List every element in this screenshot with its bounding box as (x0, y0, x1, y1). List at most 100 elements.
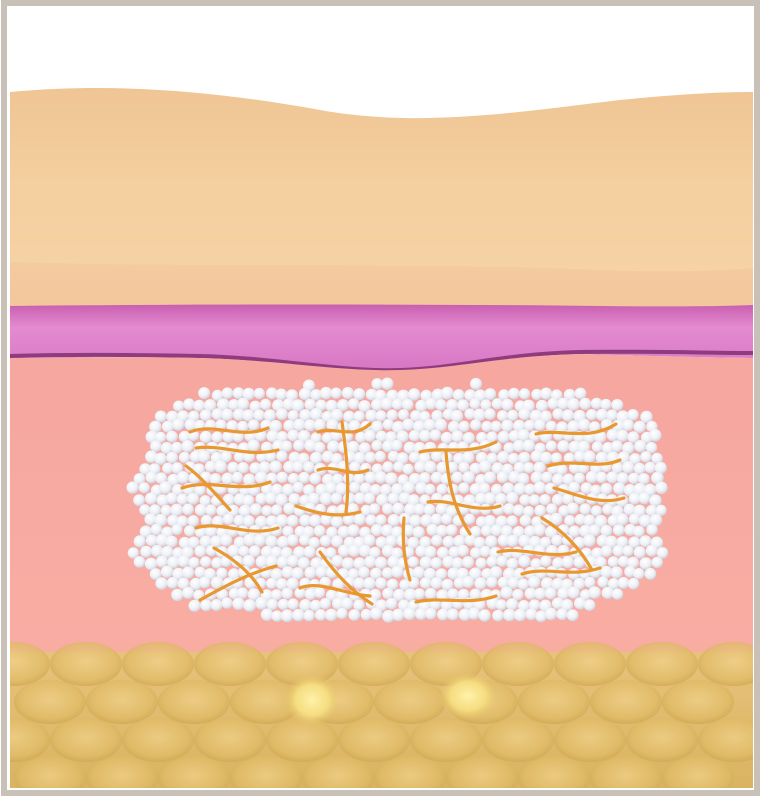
matrix-sphere (634, 440, 646, 452)
matrix-sphere (498, 431, 510, 443)
matrix-sphere (166, 536, 178, 548)
matrix-sphere (629, 514, 640, 525)
matrix-sphere (652, 557, 663, 568)
matrix-sphere (184, 525, 195, 536)
matrix-sphere (523, 439, 536, 452)
matrix-sphere (623, 545, 634, 556)
matrix-sphere (166, 492, 178, 504)
matrix-sphere (419, 430, 431, 442)
matrix-sphere (277, 472, 289, 484)
fat-cell (122, 718, 194, 762)
matrix-sphere (331, 555, 343, 567)
matrix-sphere (513, 504, 525, 516)
matrix-sphere (436, 503, 448, 515)
matrix-sphere (611, 399, 623, 411)
matrix-sphere (540, 555, 551, 566)
matrix-sphere (424, 504, 436, 516)
matrix-sphere (386, 598, 398, 610)
matrix-sphere (253, 534, 266, 547)
matrix-sphere (281, 588, 293, 600)
matrix-sphere (458, 482, 469, 493)
matrix-sphere (171, 589, 183, 601)
matrix-sphere (375, 410, 386, 421)
matrix-sphere (183, 398, 195, 410)
matrix-sphere (154, 453, 166, 465)
matrix-sphere (518, 408, 530, 420)
matrix-sphere (283, 503, 295, 515)
fat-cell (590, 680, 662, 724)
matrix-sphere (646, 524, 657, 535)
matrix-sphere (287, 534, 299, 546)
matrix-sphere (484, 388, 496, 400)
matrix-sphere (365, 452, 376, 463)
matrix-sphere (381, 398, 394, 411)
matrix-sphere (562, 556, 574, 568)
matrix-sphere (237, 462, 249, 474)
matrix-sphere (584, 599, 596, 611)
matrix-sphere (568, 586, 580, 598)
matrix-sphere (633, 526, 645, 538)
matrix-sphere (596, 472, 608, 484)
matrix-sphere (336, 608, 347, 619)
matrix-sphere (501, 399, 513, 411)
fat-highlight-left (284, 674, 340, 726)
matrix-sphere (182, 587, 194, 599)
fat-cell (86, 680, 158, 724)
matrix-sphere (441, 387, 454, 400)
matrix-sphere (195, 567, 206, 578)
matrix-sphere (443, 536, 455, 548)
matrix-sphere (634, 463, 646, 475)
matrix-sphere (348, 609, 360, 621)
matrix-sphere (200, 556, 211, 567)
fat-cell (662, 680, 734, 724)
fat-cell (518, 680, 590, 724)
matrix-sphere (134, 535, 146, 547)
fat-cell (482, 642, 554, 686)
matrix-sphere (567, 502, 579, 514)
matrix-sphere (413, 526, 425, 538)
collagen-matrix-cluster (127, 378, 669, 623)
matrix-sphere (402, 419, 414, 431)
matrix-sphere (320, 492, 333, 505)
matrix-sphere (382, 588, 394, 600)
matrix-sphere (303, 461, 315, 473)
matrix-sphere (474, 577, 486, 589)
matrix-sphere (462, 471, 475, 484)
matrix-sphere (644, 462, 656, 474)
matrix-sphere (227, 462, 239, 474)
fat-cell (626, 718, 698, 762)
matrix-sphere (178, 555, 190, 567)
matrix-sphere (255, 597, 268, 610)
matrix-sphere (243, 555, 256, 568)
matrix-sphere (293, 419, 306, 432)
matrix-sphere (353, 599, 364, 610)
matrix-sphere (299, 388, 312, 401)
matrix-sphere (266, 578, 277, 589)
matrix-sphere (457, 545, 469, 557)
matrix-sphere (425, 608, 437, 620)
matrix-sphere (484, 471, 496, 483)
matrix-sphere (592, 441, 603, 452)
matrix-sphere (430, 429, 442, 441)
matrix-sphere (223, 513, 235, 525)
matrix-sphere (616, 513, 628, 525)
matrix-sphere (640, 451, 651, 462)
matrix-sphere (370, 607, 383, 620)
matrix-sphere (309, 473, 321, 485)
matrix-sphere (608, 556, 619, 567)
fat-cell (194, 642, 266, 686)
matrix-sphere (583, 450, 596, 463)
matrix-sphere (611, 566, 623, 578)
matrix-sphere (199, 576, 211, 588)
matrix-sphere (151, 524, 163, 536)
matrix-sphere (579, 503, 591, 515)
matrix-sphere (519, 388, 530, 399)
matrix-sphere (194, 545, 206, 557)
matrix-sphere (507, 410, 518, 421)
matrix-sphere (627, 409, 639, 421)
matrix-sphere (275, 389, 287, 401)
matrix-sphere (320, 535, 332, 547)
matrix-sphere (198, 450, 211, 463)
fat-cell (338, 718, 410, 762)
matrix-sphere (470, 419, 481, 430)
